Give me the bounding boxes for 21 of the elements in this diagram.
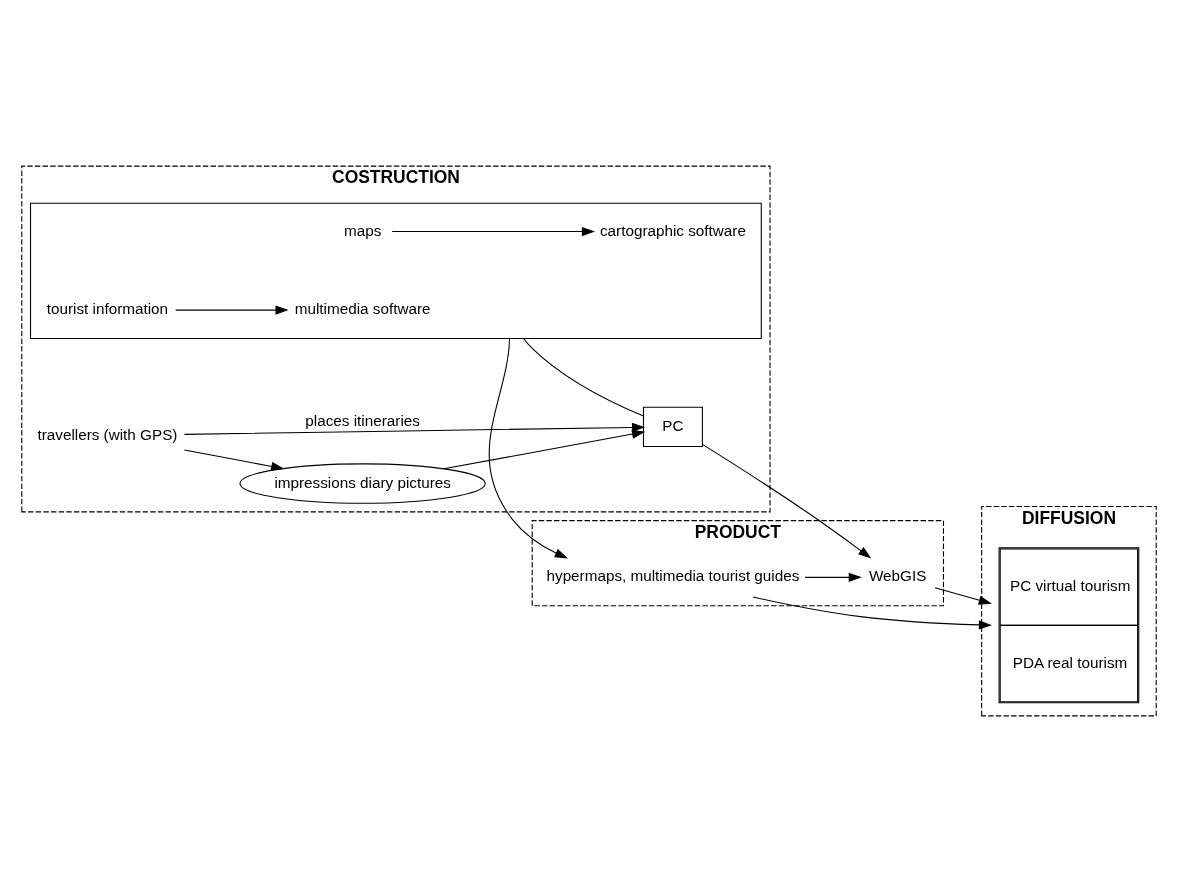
arrow <box>752 596 992 630</box>
connector <box>523 337 644 417</box>
node-text: tourist information <box>46 300 169 318</box>
arrow <box>391 226 595 237</box>
node-text: WebGIS <box>868 567 927 585</box>
arrow <box>701 443 872 559</box>
arrow <box>443 429 646 470</box>
node-text: maps <box>343 221 382 239</box>
arrow <box>934 587 992 605</box>
edge-label: places itineraries <box>305 411 420 429</box>
node-text: travellers (with GPS) <box>37 425 178 443</box>
arrow <box>488 337 568 559</box>
arrow <box>183 422 646 435</box>
arrow <box>175 305 289 315</box>
node-text: cartographic software <box>599 221 746 239</box>
node-text: multimedia software <box>294 300 431 318</box>
arrow <box>183 449 285 471</box>
node-text: hypermaps, multimedia tourist guides <box>546 567 800 585</box>
node-box: PC <box>642 406 703 447</box>
cluster <box>29 202 762 339</box>
arrow <box>804 572 862 582</box>
